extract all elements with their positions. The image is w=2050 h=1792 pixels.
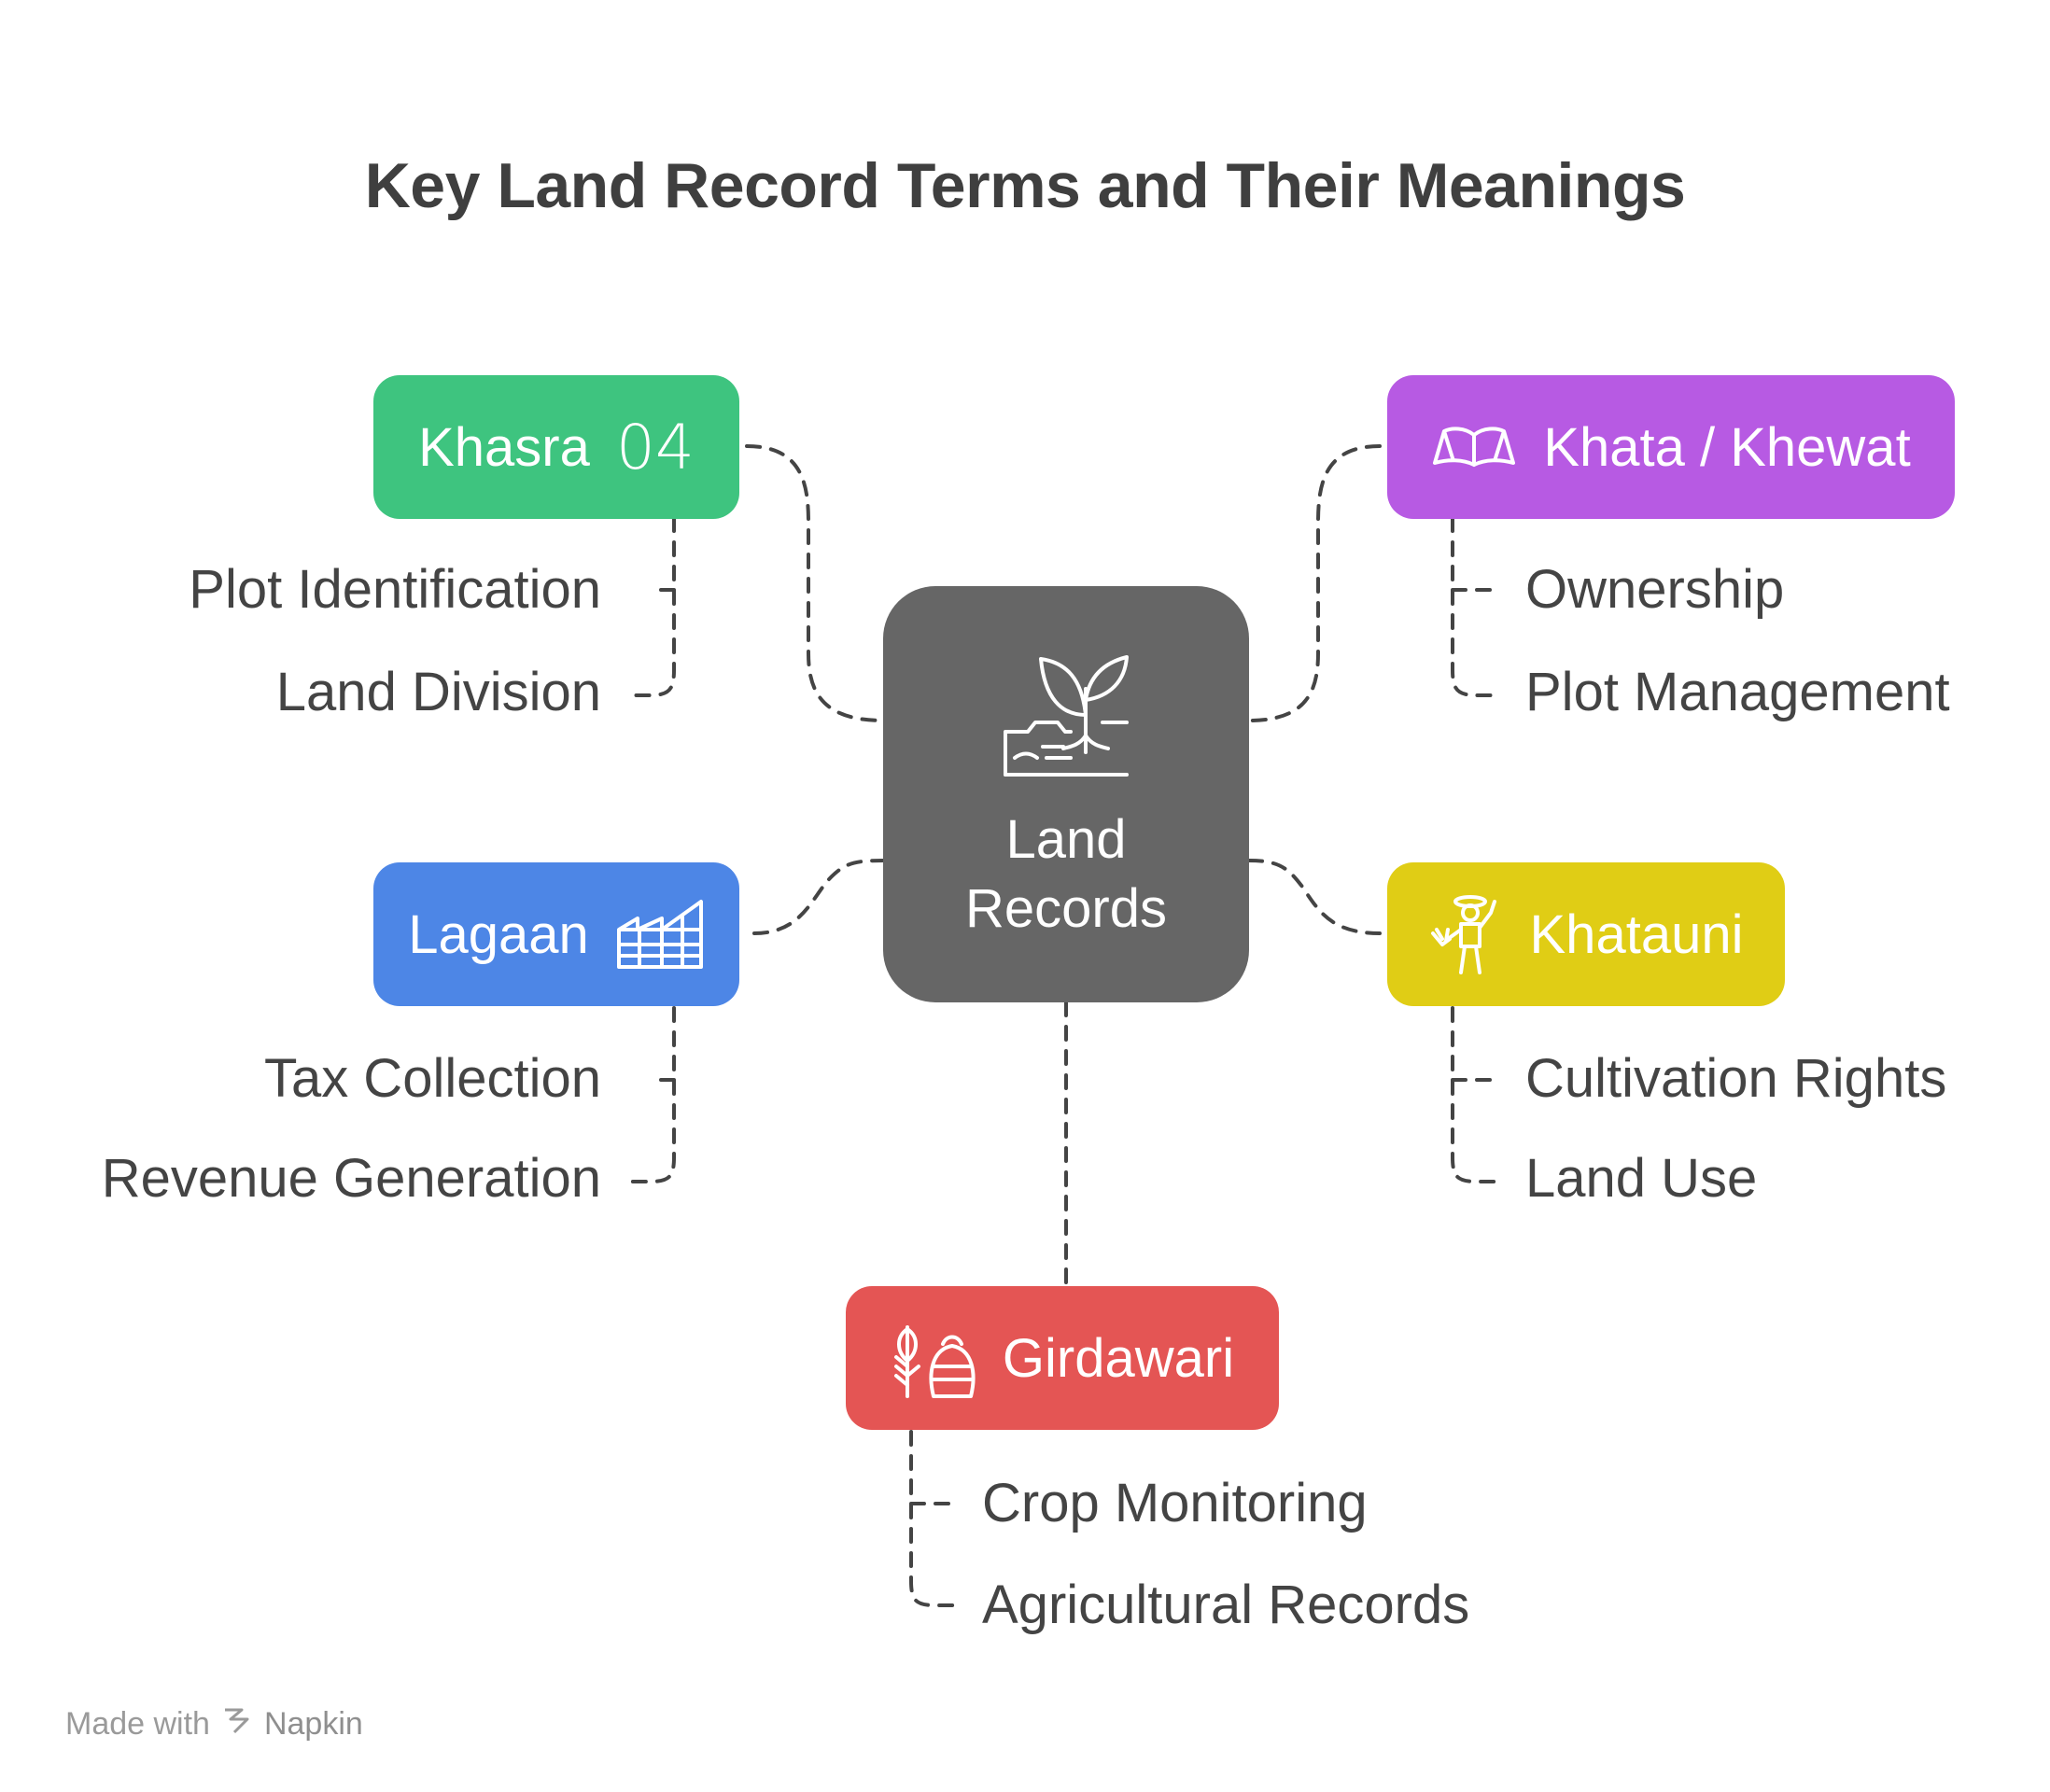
khatauni-label: Khatauni: [1529, 903, 1744, 965]
girdawari-item-1: Crop Monitoring: [982, 1473, 1368, 1533]
footer-made-with-napkin: Made with Napkin: [65, 1704, 363, 1744]
crop-basket-icon: [891, 1318, 976, 1398]
khasra-item-2: Land Division: [275, 662, 601, 722]
footer-prefix: Made with: [65, 1706, 210, 1742]
lagaan-label: Lagaan: [408, 903, 589, 965]
node-khatauni: Khatauni: [1387, 862, 1785, 1006]
node-lagaan: Lagaan: [373, 862, 739, 1006]
center-label-line2: Records: [965, 878, 1167, 939]
napkin-logo-icon: [221, 1704, 253, 1744]
lagaan-item-2: Revenue Generation: [101, 1148, 601, 1209]
girdawari-label: Girdawari: [1002, 1327, 1235, 1389]
node-khasra: Khasra 04: [373, 375, 739, 519]
khatauni-item-2: Land Use: [1525, 1148, 1758, 1209]
building-grid-icon: [615, 898, 705, 971]
khasra-label: Khasra: [418, 416, 590, 478]
khasra-item-1: Plot Identification: [189, 559, 601, 620]
khatauni-item-1: Cultivation Rights: [1525, 1048, 1947, 1109]
khata-item-1: Ownership: [1525, 559, 1785, 620]
open-book-icon: [1431, 424, 1517, 470]
node-khata-khewat: Khata / Khewat: [1387, 375, 1955, 519]
center-label-line1: Land: [1005, 809, 1127, 870]
khata-item-2: Plot Management: [1525, 662, 1950, 722]
plant-sprout-icon: [996, 642, 1136, 787]
node-girdawari: Girdawari: [846, 1286, 1279, 1430]
lagaan-item-1: Tax Collection: [263, 1048, 601, 1109]
farmer-icon: [1429, 892, 1504, 976]
girdawari-item-2: Agricultural Records: [982, 1575, 1470, 1635]
khata-label: Khata / Khewat: [1543, 416, 1911, 478]
khasra-badge-04: 04: [615, 411, 695, 483]
footer-brand: Napkin: [263, 1706, 363, 1742]
diagram-title: Key Land Record Terms and Their Meanings: [364, 150, 1686, 221]
center-node-land-records: Land Records: [883, 586, 1249, 1002]
